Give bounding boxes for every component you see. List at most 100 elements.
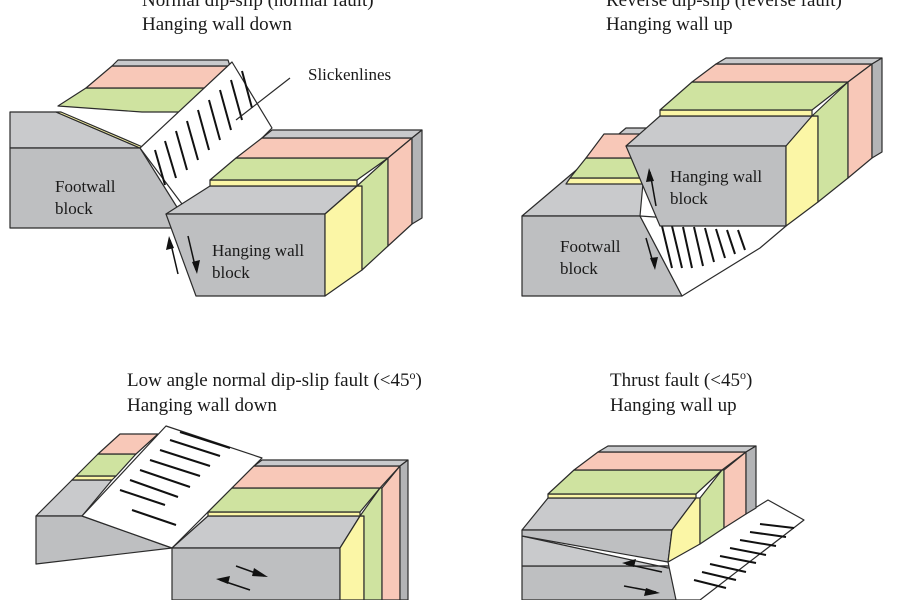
reverse-hanging-label-line1: Hanging wall: [670, 167, 762, 186]
low-angle-movement-arrows: [216, 565, 268, 591]
low-angle-title-close: ): [415, 370, 421, 391]
slickenline: [131, 509, 177, 526]
slickenline: [729, 547, 767, 556]
low-angle-slickenlines: [119, 431, 231, 526]
slickenline: [164, 140, 177, 179]
reverse-hanging-pink: [691, 63, 873, 83]
footwall-label-line1: Footwall: [55, 177, 116, 196]
down-arrow-head: [650, 257, 658, 270]
thrust-slickenlines: [693, 523, 795, 589]
slickenline: [709, 563, 747, 573]
slickenline: [241, 70, 253, 109]
low-angle-subtitle: Hanging wall down: [127, 395, 277, 416]
slickenline: [715, 228, 726, 259]
low-hanging-side-pink: [381, 465, 401, 600]
low-angle-title-text: Low angle normal dip-slip fault (<45: [127, 370, 409, 391]
reverse-footwall-label-line2: block: [560, 259, 598, 278]
thrust-hanging-side-grey: [745, 445, 757, 515]
slickenline: [179, 431, 231, 449]
low-hanging-side-green: [359, 487, 383, 600]
thrust-hanging-pink: [573, 451, 747, 471]
panel-low-angle-normal-fault: Low angle normal dip-slip fault (<45o) H…: [35, 368, 422, 600]
slickenline: [661, 225, 673, 269]
slickenline: [759, 523, 795, 529]
reverse-footwall-block: Footwall block: [521, 127, 683, 297]
low-angle-hanging-wall-block: [171, 459, 409, 600]
panel-thrust-fault: Thrust fault (<45o) Hanging wall up: [521, 368, 805, 600]
reverse-hanging-yellow: [659, 109, 813, 117]
panel-normal-fault: Normal dip-slip (normal fault) Hanging w…: [9, 0, 423, 297]
down-arrow-head: [644, 588, 660, 596]
normal-hanging-wall-block: Hanging wall block: [165, 129, 423, 297]
slickenline: [230, 79, 243, 121]
slickenline: [739, 539, 777, 547]
reverse-movement-arrows: [645, 168, 658, 270]
low-angle-title-sup: o: [409, 368, 415, 382]
hanging-side-green: [356, 157, 389, 271]
reverse-footwall-yellow: [565, 177, 645, 185]
thrust-title-close: ): [746, 370, 752, 391]
down-arrow-head: [192, 260, 200, 274]
slickenline: [737, 229, 746, 251]
slickenlines-leader-line: [235, 77, 291, 121]
slickenline: [219, 89, 232, 131]
low-angle-title: Low angle normal dip-slip fault (<45o): [127, 368, 422, 391]
reverse-subtitle: Hanging wall up: [606, 14, 733, 35]
low-hanging-green: [207, 487, 381, 513]
thrust-hanging-green: [547, 469, 723, 495]
thrust-title: Thrust fault (<45o): [610, 368, 752, 391]
slickenline: [693, 579, 727, 589]
down-arrow-head: [252, 568, 268, 577]
reverse-title: Reverse dip-slip (reverse fault): [606, 0, 842, 11]
normal-footwall-block: Footwall block: [9, 59, 233, 229]
slickenline: [197, 109, 210, 151]
reverse-hanging-green: [659, 81, 849, 111]
thrust-hanging-top-grey: [521, 497, 697, 531]
hanging-green-top: [209, 157, 389, 181]
slickenline: [175, 130, 188, 171]
thrust-hanging-back: [597, 445, 757, 453]
reverse-hanging-side-grey: [871, 57, 883, 159]
low-hanging-top-grey: [171, 515, 361, 549]
hanging-side-grey: [411, 129, 423, 225]
slickenline: [749, 531, 787, 538]
low-angle-fault-plane: [81, 425, 263, 549]
slickenline: [704, 227, 715, 263]
thrust-title-sup: o: [740, 368, 746, 382]
thrust-footwall-block: [521, 535, 677, 600]
hanging-label-line2: block: [212, 263, 250, 282]
thrust-footwall-front: [521, 565, 677, 600]
footwall-label-line2: block: [55, 199, 93, 218]
up-arrow-head: [646, 168, 654, 182]
reverse-slickenlines: [661, 225, 746, 269]
thrust-title-text: Thrust fault (<45: [610, 370, 740, 391]
slickenline: [139, 469, 191, 488]
slickenline: [719, 555, 757, 564]
up-arrow-head: [216, 576, 230, 584]
hanging-top-back: [261, 129, 423, 139]
slickenline: [186, 120, 199, 161]
slickenlines-callout: Slickenlines: [308, 65, 391, 84]
slickenline: [671, 225, 683, 269]
thrust-hanging-wall-block: [521, 445, 757, 563]
reverse-hanging-top-grey: [625, 115, 813, 147]
low-hanging-pink: [231, 465, 401, 489]
up-arrow-head: [622, 559, 636, 567]
hanging-label-line1: Hanging wall: [212, 241, 304, 260]
reverse-hanging-back: [715, 57, 883, 65]
thrust-subtitle: Hanging wall up: [610, 395, 737, 416]
footwall-top-strip: [111, 59, 231, 67]
low-hanging-side-grey: [399, 459, 409, 600]
slickenline: [726, 229, 736, 255]
reverse-hanging-side-green: [811, 81, 849, 203]
normal-subtitle: Hanging wall down: [142, 14, 292, 35]
normal-slickenlines: [154, 70, 253, 186]
thrust-movement-arrows: [622, 559, 663, 596]
low-hanging-back: [253, 459, 409, 467]
reverse-hanging-front: [625, 145, 787, 227]
slickenline: [693, 226, 704, 267]
reverse-footwall-label-line1: Footwall: [560, 237, 621, 256]
slickenline: [169, 439, 221, 457]
slickenline: [129, 479, 179, 498]
